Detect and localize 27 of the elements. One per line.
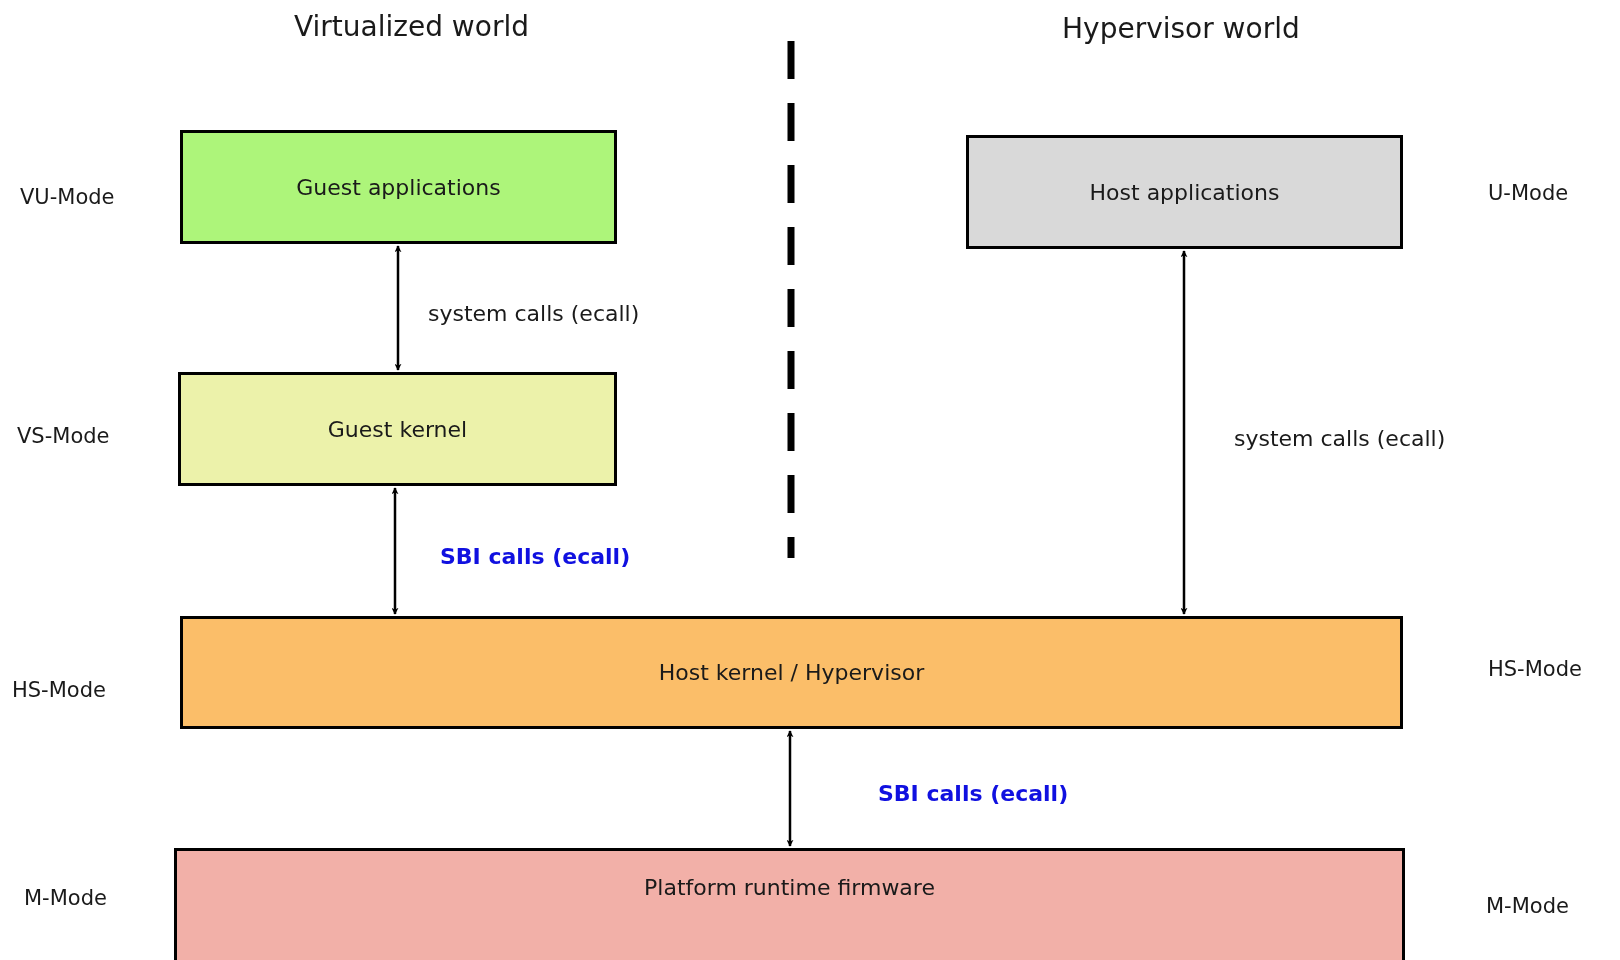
mode-label: M-Mode [1486,893,1569,920]
double-arrow [1180,250,1188,615]
mode-box [180,616,1403,729]
mode-box [174,848,1405,960]
double-arrow [391,487,399,615]
edge-label: SBI calls (ecall) [440,543,631,571]
mode-label: U-Mode [1488,180,1569,207]
box-label: Host applications [1089,178,1280,207]
mode-label: HS-Mode [12,677,106,704]
column-heading: Hypervisor world [1062,11,1300,47]
mode-box [966,135,1403,249]
edge-label: system calls (ecall) [1234,425,1446,453]
box-label: Platform runtime firmware [644,874,935,902]
double-arrow [786,730,794,847]
mode-label: M-Mode [24,885,107,912]
mode-label: VU-Mode [20,184,115,211]
mode-box [178,372,617,486]
mode-label: HS-Mode [1488,656,1582,683]
edge-label: system calls (ecall) [428,300,640,328]
mode-box [180,130,617,244]
double-arrow [394,245,402,371]
column-heading: Virtualized world [294,9,529,45]
box-label: Guest applications [296,173,501,202]
mode-label: VS-Mode [17,423,110,450]
edge-label: SBI calls (ecall) [878,780,1069,808]
box-label: Host kernel / Hypervisor [658,659,925,687]
box-label: Guest kernel [327,415,468,444]
